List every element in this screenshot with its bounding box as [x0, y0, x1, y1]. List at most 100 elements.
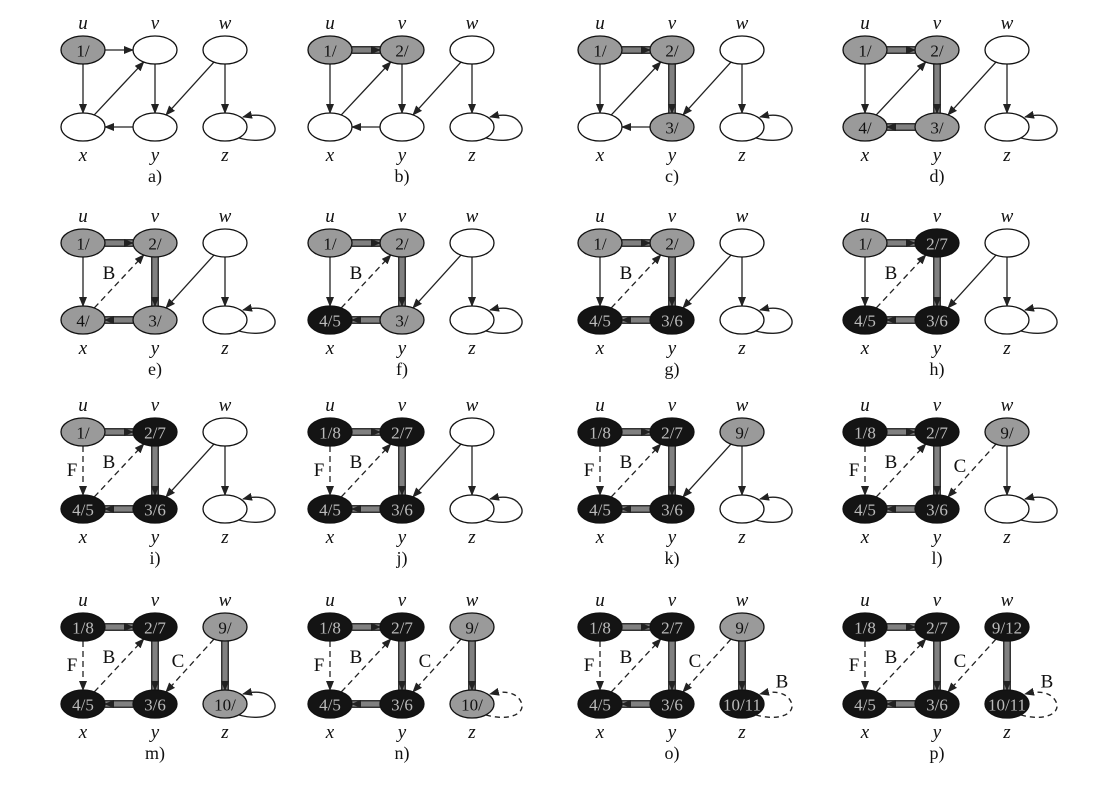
node-name-u: u [860, 590, 870, 611]
node-name-w: w [219, 590, 232, 611]
edge-w-y-cross [412, 638, 462, 693]
panel-label: f) [396, 359, 408, 380]
node-name-w: w [1001, 395, 1014, 416]
node-x-black [842, 494, 888, 524]
edge-label-forward: F [849, 460, 860, 481]
node-w-times: 9/12 [992, 619, 1022, 638]
edge-label-forward: F [314, 460, 325, 481]
edge-x-v-normal [875, 61, 927, 116]
edge-x-v-back [93, 638, 145, 693]
edge-label-back: B [350, 263, 363, 284]
edge-label-forward: F [314, 655, 325, 676]
edge-label-back: B [885, 263, 898, 284]
node-name-u: u [325, 206, 335, 227]
node-name-z: z [1002, 527, 1011, 548]
node-x-times: 4/5 [854, 696, 876, 715]
node-name-y: y [931, 338, 942, 359]
edge-x-v-normal [610, 61, 662, 116]
node-u-times: 1/ [76, 42, 90, 61]
node-v-black [132, 612, 178, 642]
node-name-u: u [595, 590, 605, 611]
edge-w-y-normal [682, 254, 732, 309]
node-name-z: z [737, 338, 746, 359]
node-y-black [649, 305, 695, 335]
node-x-black [577, 494, 623, 524]
node-name-w: w [219, 206, 232, 227]
edge-label-back: B [620, 452, 633, 473]
node-w-white [202, 228, 248, 258]
node-x-black [60, 494, 106, 524]
edge-z-z-normal [1020, 492, 1058, 523]
node-name-u: u [860, 206, 870, 227]
node-z-white [449, 305, 495, 335]
edge-z-z-normal [485, 110, 523, 141]
node-name-x: x [78, 338, 88, 359]
edge-label-back: B [103, 647, 116, 668]
node-y-black [379, 689, 425, 719]
edge-x-v-back [93, 254, 145, 309]
edge-label-back: B [103, 452, 116, 473]
node-name-y: y [396, 338, 407, 359]
node-name-y: y [666, 145, 677, 166]
node-name-v: v [668, 590, 677, 611]
node-x-times: 4/5 [72, 696, 94, 715]
node-z-white [719, 305, 765, 335]
node-name-y: y [666, 338, 677, 359]
node-name-z: z [737, 722, 746, 743]
node-y-black [914, 689, 960, 719]
node-y-gray [132, 305, 178, 335]
node-name-x: x [78, 145, 88, 166]
node-name-x: x [325, 145, 335, 166]
node-v-times: 2/7 [391, 619, 413, 638]
node-x-times: 4/5 [854, 312, 876, 331]
edge-w-y-normal [682, 61, 732, 116]
node-v-gray [914, 35, 960, 65]
node-y-times: 3/6 [391, 501, 413, 520]
node-name-w: w [736, 13, 749, 34]
edge-label-cross: C [954, 651, 967, 672]
node-name-z: z [220, 722, 229, 743]
node-name-v: v [151, 395, 160, 416]
node-y-gray [379, 305, 425, 335]
edge-z-z-normal [238, 492, 276, 523]
node-name-v: v [398, 590, 407, 611]
node-y-times: 3/ [148, 312, 162, 331]
node-u-black [60, 612, 106, 642]
node-x-times: 4/5 [589, 501, 611, 520]
node-name-u: u [78, 395, 88, 416]
panel-label: g) [665, 359, 680, 380]
node-u-times: 1/ [858, 235, 872, 254]
node-v-black [914, 228, 960, 258]
node-name-v: v [151, 590, 160, 611]
node-x-black [842, 689, 888, 719]
node-u-times: 1/8 [319, 619, 341, 638]
edge-w-y-normal [165, 61, 215, 116]
node-name-y: y [396, 145, 407, 166]
node-x-white [60, 112, 106, 142]
edge-w-y-normal [412, 254, 462, 309]
panel-label: b) [395, 166, 410, 187]
node-z-white [984, 494, 1030, 524]
node-name-z: z [737, 527, 746, 548]
node-v-times: 2/7 [391, 424, 413, 443]
node-u-black [577, 417, 623, 447]
node-u-times: 1/ [593, 42, 607, 61]
node-z-black [984, 689, 1030, 719]
node-v-black [132, 417, 178, 447]
node-v-gray [379, 35, 425, 65]
panel-label: e) [148, 359, 162, 380]
node-name-u: u [860, 13, 870, 34]
node-w-gray [202, 612, 248, 642]
edge-x-v-back [340, 254, 392, 309]
node-u-gray [60, 35, 106, 65]
node-w-white [202, 417, 248, 447]
node-name-u: u [78, 206, 88, 227]
node-y-gray [649, 112, 695, 142]
node-x-times: 4/ [858, 119, 872, 138]
node-v-gray [649, 35, 695, 65]
